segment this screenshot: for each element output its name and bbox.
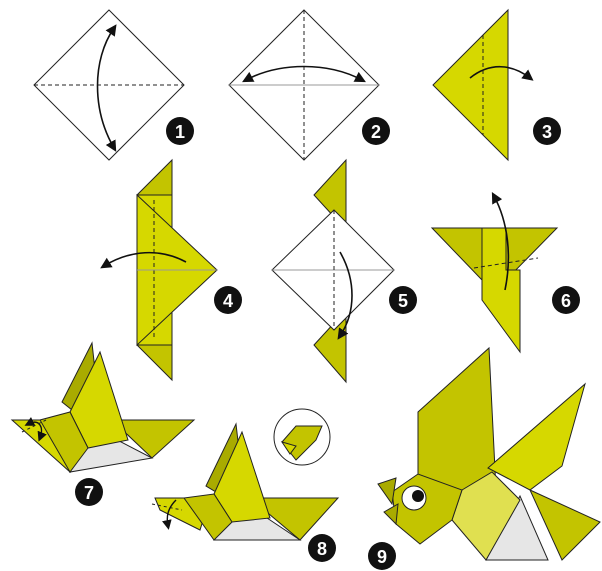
step-3-diagram — [433, 10, 530, 160]
step-4-diagram — [104, 160, 217, 380]
step-number-label: 6 — [561, 291, 571, 311]
step-badge-3: 3 — [533, 117, 561, 145]
step-badge-7: 7 — [75, 478, 103, 506]
step-badge-9: 9 — [368, 542, 396, 570]
bird-back-wing — [418, 348, 496, 490]
bird-front-wing — [488, 384, 585, 490]
step-badge-4: 4 — [214, 286, 242, 314]
step-badge-6: 6 — [552, 286, 580, 314]
step-number-label: 5 — [398, 291, 408, 311]
step-number-label: 1 — [175, 122, 185, 142]
step-number-label: 3 — [542, 122, 552, 142]
step-number-label: 2 — [371, 122, 381, 142]
step-2-diagram — [229, 10, 379, 160]
step-badge-1: 1 — [166, 117, 194, 145]
step-9-diagram — [378, 348, 600, 560]
step-number-label: 9 — [377, 547, 387, 567]
step-6-diagram — [432, 196, 557, 352]
bird-beak-lower — [384, 504, 398, 524]
step-badge-5: 5 — [389, 286, 417, 314]
step-5-diagram — [272, 160, 394, 382]
step-number-label: 7 — [84, 483, 94, 503]
step-1-diagram — [34, 10, 184, 160]
paper-wing-left — [432, 228, 482, 280]
step-number-label: 4 — [223, 291, 233, 311]
step-badge-2: 2 — [362, 117, 390, 145]
bird-eye-pupil — [412, 490, 424, 502]
paper-triangle — [433, 10, 508, 160]
step-number-label: 8 — [317, 539, 327, 559]
step-badge-8: 8 — [308, 534, 336, 562]
